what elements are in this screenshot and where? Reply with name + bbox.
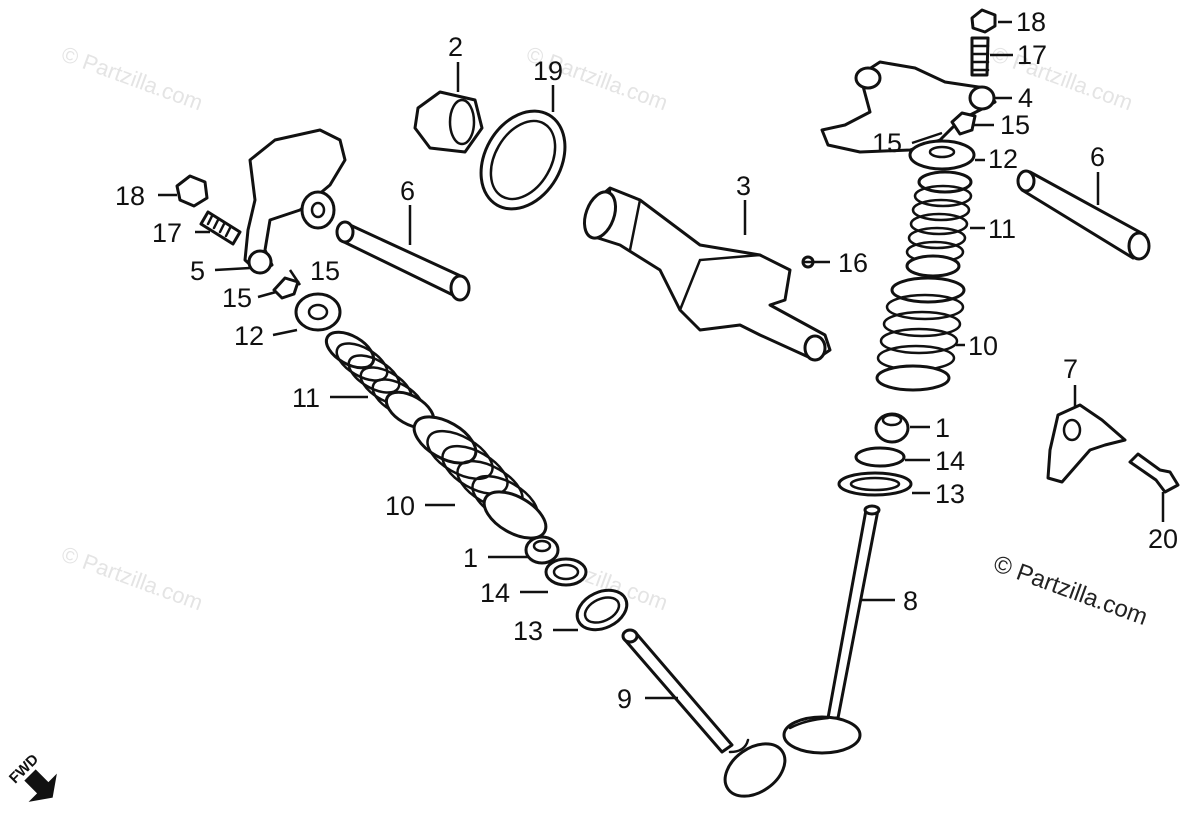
watermark: © Partzilla.com [58, 41, 206, 115]
watermark: © Partzilla.com [58, 541, 206, 615]
cotter-clip-left [272, 276, 300, 300]
callout-4: 4 [1018, 83, 1033, 113]
callout-3: 3 [736, 171, 751, 201]
inner-valve-spring-left [412, 415, 548, 540]
callout-14: 14 [935, 446, 965, 476]
callout-13: 13 [513, 616, 543, 646]
spring-retainer-right [908, 139, 976, 171]
callouts: 2 19 3 16 6 6 18 17 5 15 15 12 11 10 1 1… [115, 7, 1178, 714]
exhaust-valve [621, 628, 787, 798]
inner-valve-spring-right [875, 276, 966, 392]
callout-6: 6 [1090, 142, 1105, 172]
rocker-arm-right [820, 60, 997, 154]
spring-retainer-left [294, 292, 342, 332]
intake-valve [782, 504, 881, 755]
rocker-arm-left [243, 128, 347, 275]
callout-6: 6 [400, 176, 415, 206]
lock-nut-right [970, 8, 997, 34]
spring-seat-inner-left [544, 557, 588, 587]
cotter-clip-right [950, 111, 977, 136]
callout-15: 15 [872, 128, 902, 158]
spring-seat-outer-right [837, 471, 913, 497]
callout-15: 15 [310, 256, 340, 286]
callout-7: 7 [1063, 354, 1078, 384]
callout-19: 19 [533, 56, 563, 86]
callout-11: 11 [988, 214, 1016, 244]
spring-seat-outer-left [575, 588, 629, 632]
stem-seal-right [874, 412, 910, 444]
watermarks: © Partzilla.com © Partzilla.com © Partzi… [58, 41, 1136, 615]
callout-20: 20 [1148, 524, 1178, 554]
callout-10: 10 [385, 491, 415, 521]
callout-14: 14 [480, 578, 510, 608]
outer-valve-spring-right [905, 170, 973, 278]
decompression-pin [1128, 452, 1180, 494]
callout-12: 12 [988, 144, 1018, 174]
callout-16: 16 [838, 248, 868, 278]
callout-15: 15 [222, 283, 252, 313]
stem-seal-left [524, 535, 560, 565]
callout-13: 13 [935, 479, 965, 509]
callout-18: 18 [1016, 7, 1046, 37]
callout-11: 11 [292, 383, 320, 413]
callout-8: 8 [903, 586, 918, 616]
watermark: © Partzilla.com [988, 41, 1136, 115]
camshaft [582, 186, 832, 362]
leader-lines [158, 20, 1165, 700]
callout-10: 10 [968, 331, 998, 361]
copyright-notice: © Partzilla.com [990, 550, 1151, 631]
spring-seat-inner-right [854, 446, 906, 468]
callout-9: 9 [617, 684, 632, 714]
rocker-shaft-left [335, 220, 471, 302]
forward-direction-indicator: FWD [6, 751, 57, 802]
callout-15: 15 [1000, 110, 1030, 140]
callout-18: 18 [115, 181, 145, 211]
outer-valve-spring-left [324, 330, 436, 430]
adjusting-screw-left [199, 210, 242, 246]
camshaft-bearing [413, 90, 484, 154]
rocker-shaft-right [1016, 169, 1151, 261]
callout-17: 17 [152, 218, 182, 248]
callout-2: 2 [448, 32, 463, 62]
callout-12: 12 [234, 321, 264, 351]
callout-5: 5 [190, 256, 205, 286]
lock-nut-left [175, 174, 209, 208]
o-ring-large [479, 109, 567, 211]
callout-1: 1 [935, 413, 950, 443]
callout-1: 1 [463, 543, 478, 573]
callout-17: 17 [1017, 40, 1047, 70]
decompression-cam [1046, 403, 1127, 484]
forward-arrow-icon [24, 769, 57, 802]
adjusting-screw-right [970, 36, 990, 77]
